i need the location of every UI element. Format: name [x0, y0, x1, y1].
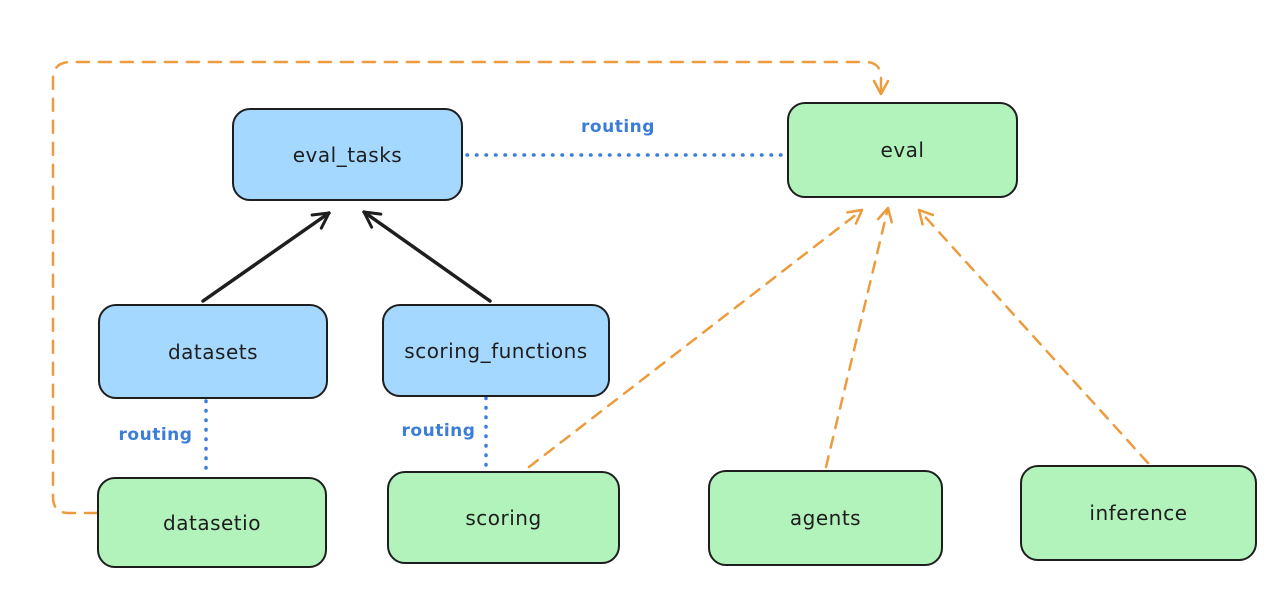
node-datasets-label: datasets: [167, 339, 259, 364]
node-eval-label: eval: [880, 138, 925, 162]
node-agents: agents: [708, 470, 943, 566]
edge-inference-to-eval: [917, 208, 1150, 465]
node-inference: inference: [1020, 465, 1257, 561]
edge-agents-to-eval: [824, 206, 894, 469]
edge-label-routing-datasetio: routing: [118, 425, 193, 445]
node-scoring: scoring: [387, 471, 620, 564]
node-inference-label: inference: [1089, 501, 1188, 525]
edge-scoring-to-eval: [527, 208, 864, 469]
node-datasetio: datasetio: [97, 477, 327, 568]
node-scoring_functions-label: scoring_functions: [404, 338, 588, 363]
edge-scoring_functions-to-eval_tasks: [362, 210, 492, 303]
node-eval_tasks: eval_tasks: [232, 108, 463, 201]
node-eval: eval: [787, 102, 1018, 198]
edge-label-routing-top: routing: [581, 117, 655, 137]
node-datasetio-label: datasetio: [163, 510, 261, 535]
node-eval_tasks-label: eval_tasks: [292, 142, 403, 167]
edge-datasetio-to-eval: [51, 60, 890, 515]
node-datasets: datasets: [98, 304, 328, 399]
edge-label-routing-scoring: routing: [401, 421, 476, 441]
edge-datasets-to-eval_tasks: [201, 211, 331, 303]
node-scoring_functions: scoring_functions: [382, 304, 610, 397]
node-scoring-label: scoring: [465, 505, 542, 530]
node-agents-label: agents: [789, 506, 862, 530]
